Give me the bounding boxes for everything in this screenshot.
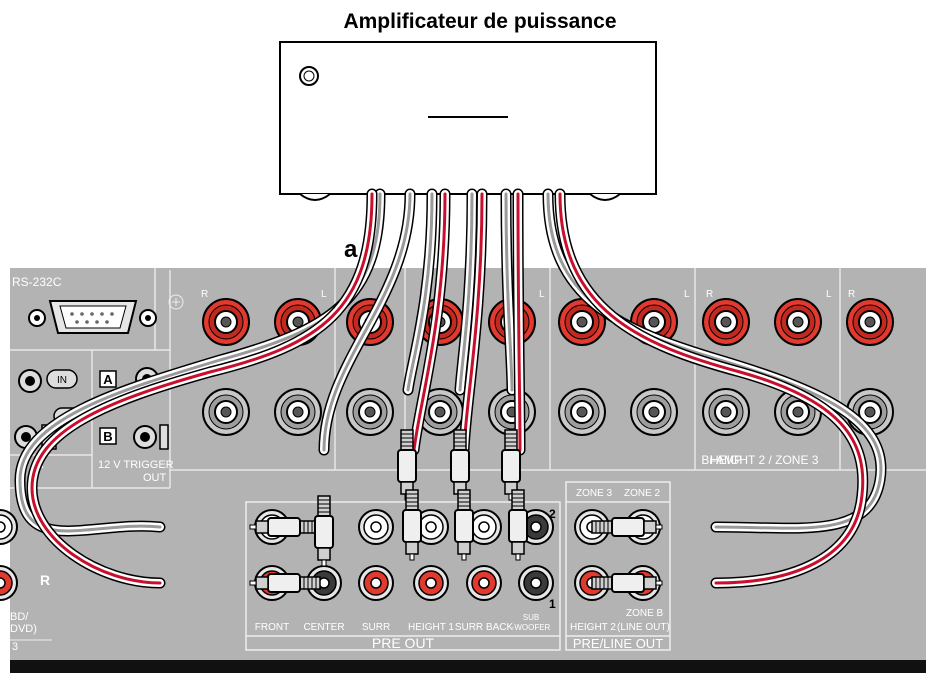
pre-out-row-2: 2: [549, 507, 556, 521]
trigger-label-line2: OUT: [143, 472, 167, 484]
power-button-icon: [299, 66, 319, 86]
ir-in-label: IN: [57, 375, 67, 386]
rca-jack-height1-l: [413, 509, 449, 545]
trigger-a-label: A: [103, 372, 113, 387]
speaker-terminal-negative: [488, 388, 536, 436]
rca-jack-left-l: [0, 509, 18, 545]
speaker-r-label-1: R: [201, 289, 208, 300]
rca-jack-height1-r: [413, 565, 449, 601]
plug-front-l: [249, 517, 321, 537]
trigger-label-line1: 12 V TRIGGER: [98, 459, 174, 471]
plug-surr-r: [402, 489, 422, 561]
plug-surrback-r: [508, 489, 528, 561]
left-input-label-2: DVD): [10, 623, 37, 635]
left-input-r-label: R: [40, 572, 50, 588]
speaker-r-label-2: R: [706, 289, 713, 300]
channel-center: CENTER: [303, 622, 344, 633]
plug-height1-l: [450, 429, 470, 501]
plug-center: [314, 495, 334, 567]
power-amplifier: [279, 41, 657, 201]
channel-height1: HEIGHT 1: [408, 622, 454, 633]
rca-jack-subwoofer-1: [518, 565, 554, 601]
speaker-l-label-3: L: [684, 289, 690, 300]
speaker-terminal-negative: [416, 388, 464, 436]
height2-label: HEIGHT 2: [570, 622, 616, 633]
amplifier-title: Amplificateur de puissance: [343, 10, 616, 33]
cable-center: [318, 188, 416, 456]
rca-jack-surr-r: [358, 565, 394, 601]
pre-line-out-label: PRE/LINE OUT: [573, 636, 663, 651]
height2-zone3-label: HEIGHT 2 / ZONE 3: [710, 453, 819, 467]
zone3-label: ZONE 3: [576, 488, 613, 499]
left-input-label-3: 3: [12, 641, 18, 653]
cable-height2-r: [554, 188, 869, 589]
cable-surrback-l: [500, 188, 518, 396]
cable-surr-r: [408, 188, 451, 456]
speaker-l-label-4: L: [826, 289, 832, 300]
plug-front-r: [249, 573, 321, 593]
rca-jack-surrback-l: [466, 509, 502, 545]
speaker-terminal-positive: [202, 298, 250, 346]
speaker-terminal-negative: [346, 388, 394, 436]
pre-out-channel-labels: FRONT CENTER SURR HEIGHT 1 SURR BACK SUB…: [255, 613, 551, 633]
pre-out-label: PRE OUT: [372, 635, 435, 651]
channel-sub: SUB: [523, 613, 539, 622]
biamp-label: Bi-AMP: [701, 453, 742, 467]
cable-front-r: [26, 188, 378, 589]
pre-out-row-1: 1: [549, 597, 556, 611]
cable-surr-l: [402, 188, 438, 396]
cables: [14, 188, 887, 593]
speaker-l-label-1: L: [321, 289, 327, 300]
channel-front: FRONT: [255, 622, 289, 633]
zone2-label: ZONE 2: [624, 488, 661, 499]
cable-callout: a: [344, 236, 358, 263]
channel-woofer: -WOOFER: [512, 623, 551, 632]
plug-height1-r: [454, 489, 474, 561]
line-out-label: (LINE OUT): [617, 622, 670, 633]
speaker-terminal-positive: [702, 298, 750, 346]
plug-surrback-l: [501, 429, 521, 501]
channel-surr-back: SURR BACK: [455, 622, 514, 633]
zone-b-label: ZONE B: [626, 608, 664, 619]
rs232c-port: [28, 300, 157, 334]
speaker-terminal-positive: [846, 298, 894, 346]
plug-height2-l: [591, 517, 663, 537]
trigger-b-label: B: [103, 429, 112, 444]
left-input-label-1: BD/: [10, 611, 29, 623]
cable-surrback-r: [512, 188, 526, 456]
plug-height2-r: [591, 573, 663, 593]
rca-jack-surrback-r: [466, 565, 502, 601]
rca-jack-left-r: [0, 565, 18, 601]
cable-height1-l: [454, 188, 478, 396]
rs232c-label: RS-232C: [12, 275, 62, 289]
speaker-terminal-negative: [558, 388, 606, 436]
pre-out-section: [245, 481, 671, 651]
speaker-terminal-negative: [274, 388, 322, 436]
speaker-terminal-positive: [774, 298, 822, 346]
rca-jack-surr-l: [358, 509, 394, 545]
speaker-terminal-negative: [630, 388, 678, 436]
speaker-r-label-3: R: [848, 289, 855, 300]
channel-surr: SURR: [362, 622, 390, 633]
speaker-terminal-negative: [202, 388, 250, 436]
speaker-l-label-2: L: [539, 289, 545, 300]
speaker-terminal-negative: [702, 388, 750, 436]
ground-icon: [168, 294, 184, 310]
